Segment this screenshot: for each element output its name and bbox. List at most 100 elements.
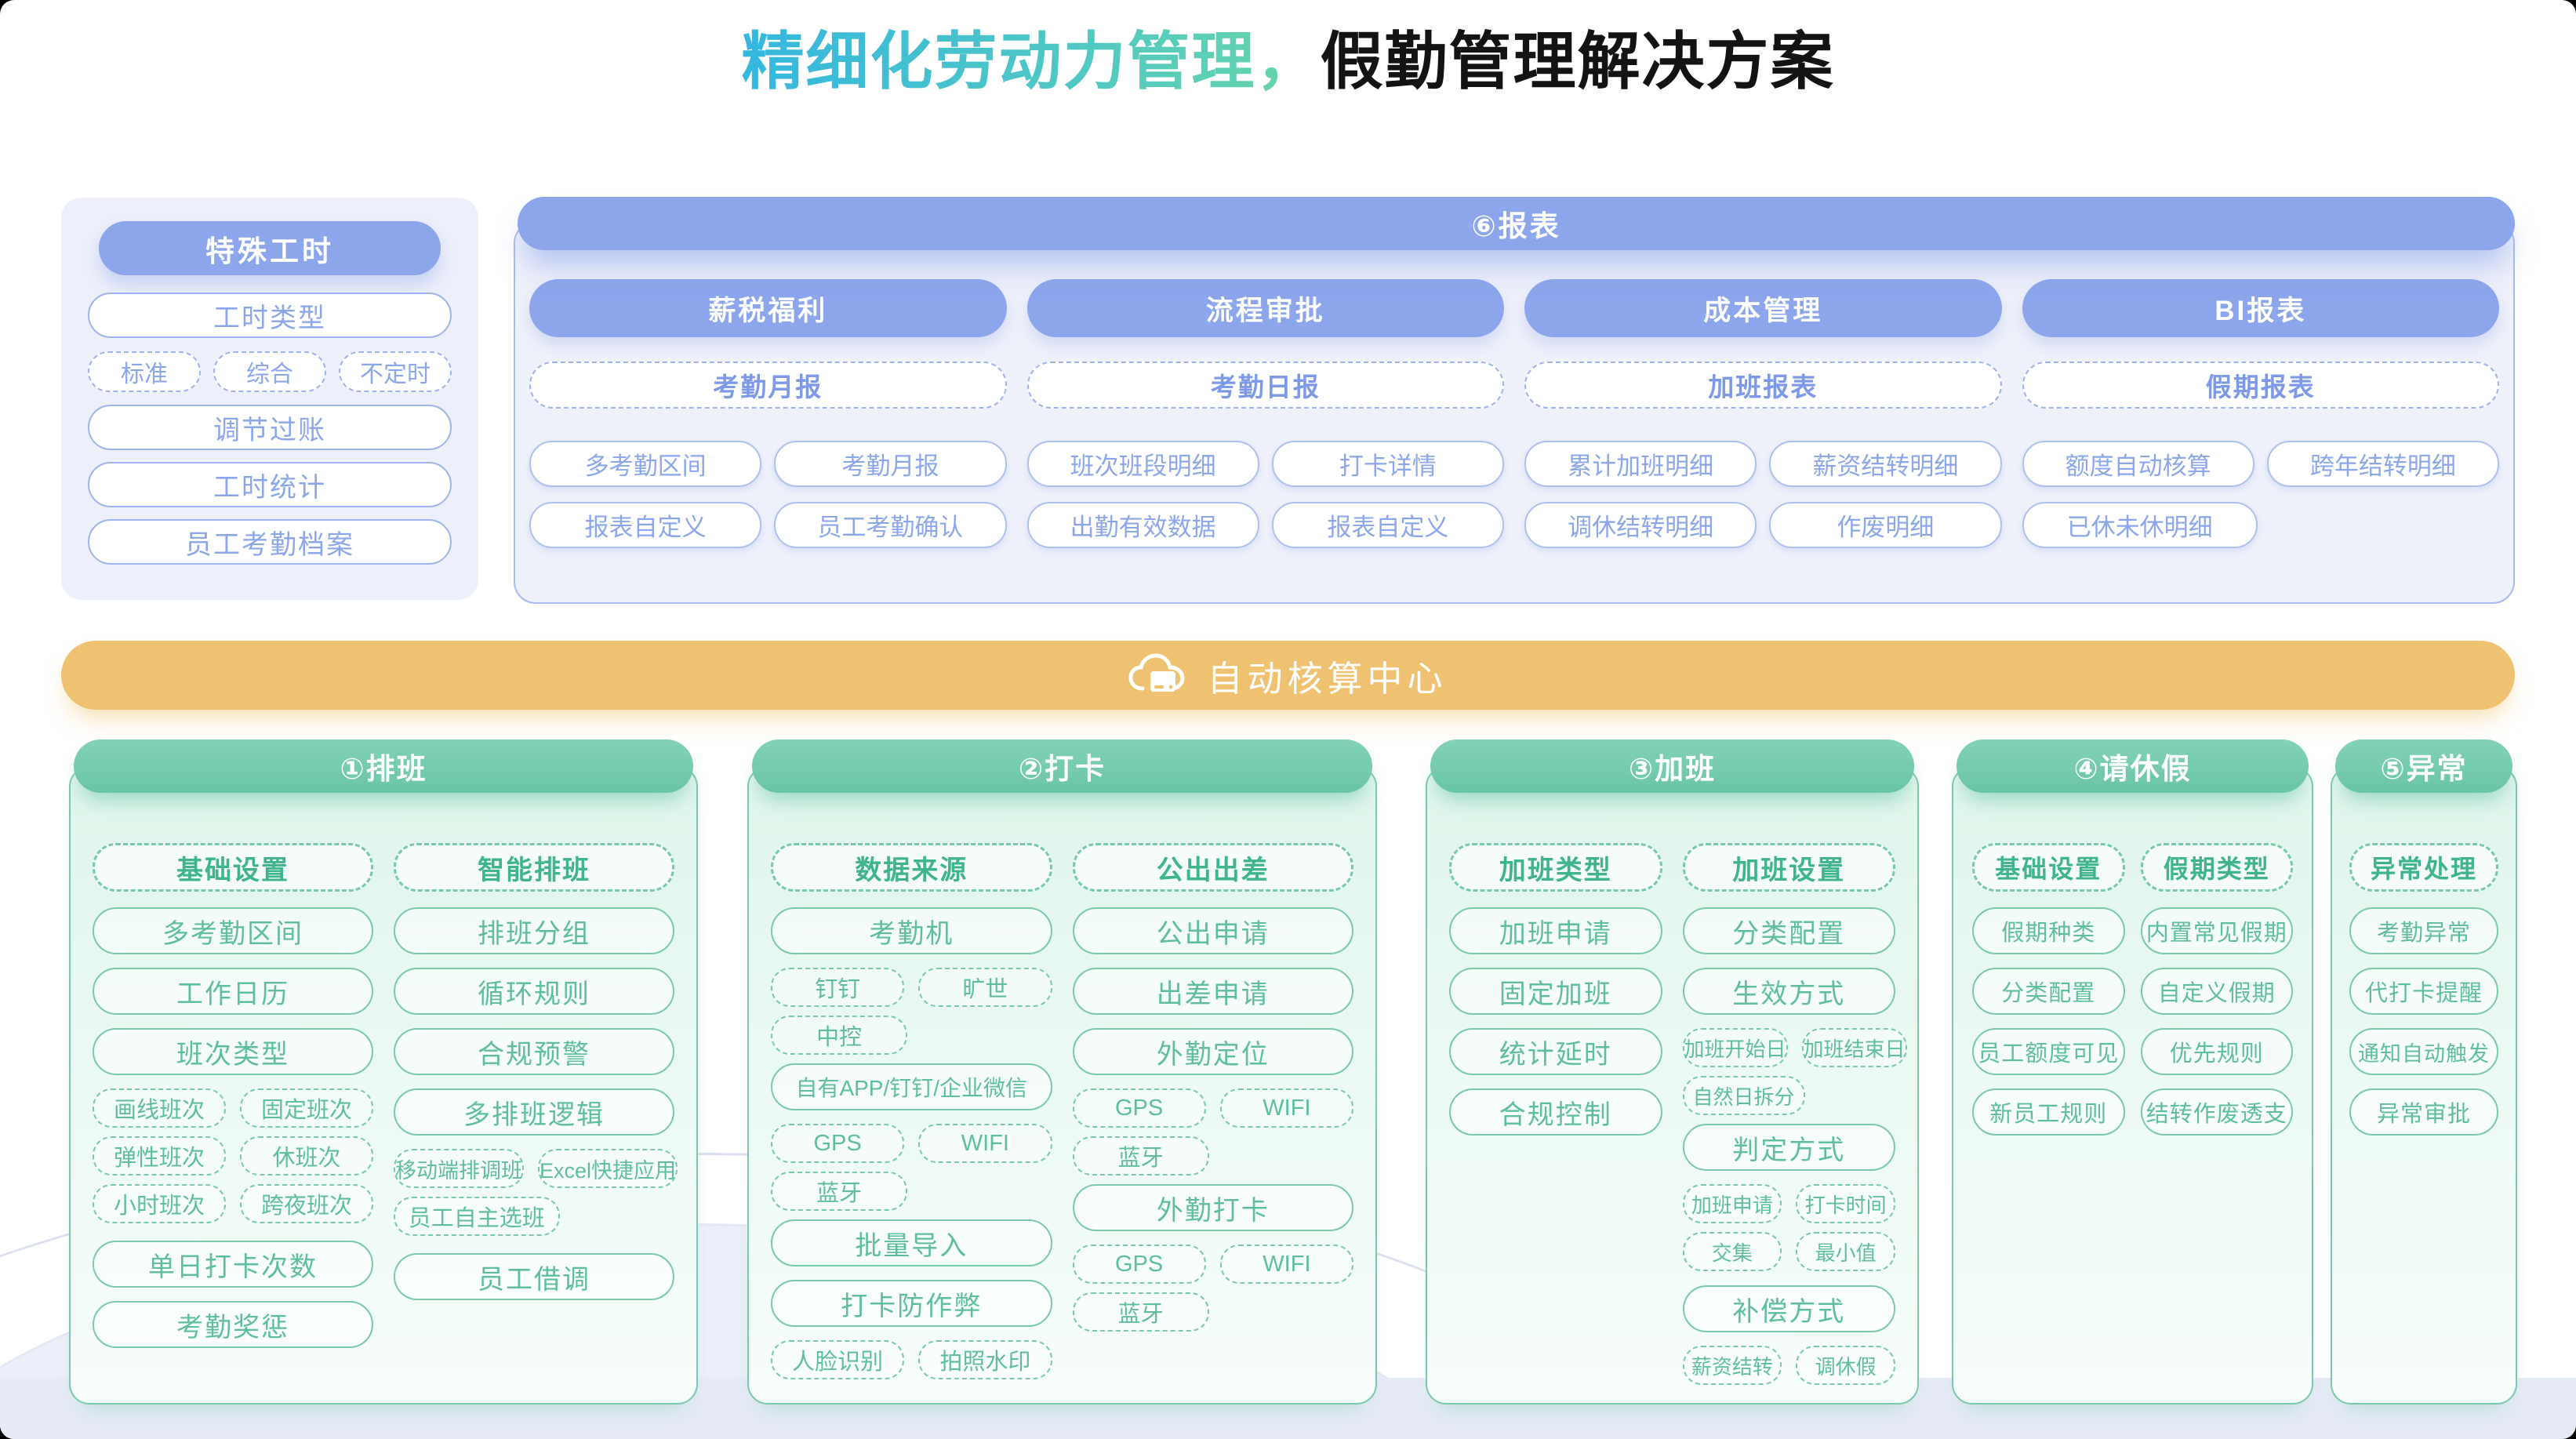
chip: 打卡时间 — [1796, 1184, 1895, 1223]
report-chip: 调休结转明细 — [1524, 502, 1757, 548]
chip: Excel快捷应用 — [538, 1149, 678, 1188]
chip: GPS — [1072, 1088, 1206, 1128]
chip: WIFI — [918, 1124, 1052, 1163]
punch-source-subcolumn: 数据来源 考勤机 钉钉 旷世 中控 自有APP/钉钉/企业微信 GPS WIFI… — [771, 843, 1052, 1381]
chip-row: 加班申请 打卡时间 — [1682, 1184, 1895, 1223]
report-chip: 累计加班明细 — [1524, 441, 1757, 487]
pill: 打卡防作弊 — [771, 1280, 1052, 1327]
special-hours-chip: 综合 — [213, 351, 326, 393]
auto-calc-banner: 自动核算中心 — [61, 641, 2515, 710]
chip-row: 蓝牙 — [771, 1172, 1052, 1211]
chip-row: 中控 — [771, 1016, 1052, 1055]
page-title: 精细化劳动力管理，假勤管理解决方案 — [0, 11, 2576, 102]
chip-row: 人脸识别 拍照水印 — [771, 1340, 1052, 1379]
pill: 班次类型 — [93, 1028, 373, 1075]
report-chip: 出勤有效数据 — [1026, 502, 1259, 548]
pill: 优先规则 — [2140, 1028, 2293, 1075]
cloud-server-icon — [1128, 653, 1185, 692]
pill: 考勤机 — [771, 907, 1052, 954]
chip: 拍照水印 — [918, 1340, 1052, 1379]
pill: 考勤异常 — [2349, 907, 2498, 954]
report-chip: 打卡详情 — [1271, 441, 1504, 487]
chip: 跨夜班次 — [240, 1184, 373, 1223]
report-chip: 薪资结转明细 — [1769, 441, 2002, 487]
column-header-scheduling: ①排班 — [74, 739, 693, 793]
column-leave: 基础设置 假期种类 分类配置 员工额度可见 新员工规则 假期类型 内置常见假期 … — [1952, 766, 2313, 1404]
subcolumn-head: 加班类型 — [1449, 843, 1662, 892]
pill: 考勤奖惩 — [93, 1301, 373, 1348]
report-group-cost: 成本管理 加班报表 累计加班明细 薪资结转明细 调休结转明细 作废明细 — [1524, 279, 2002, 563]
chip-row: GPS WIFI — [1072, 1245, 1353, 1284]
chip: 移动端排调班 — [394, 1149, 524, 1188]
chip-row: 移动端排调班 Excel快捷应用 — [394, 1149, 678, 1188]
pill: 内置常见假期 — [2140, 907, 2293, 954]
pill: 分类配置 — [1972, 968, 2125, 1015]
special-hours-item: 工时统计 — [88, 462, 452, 508]
chip-row: 交集 最小值 — [1682, 1232, 1895, 1271]
report-group-bi: BI报表 假期报表 额度自动核算 跨年结转明细 已休未休明细 — [2022, 279, 2500, 563]
pill: 单日打卡次数 — [93, 1241, 373, 1288]
chip: 蓝牙 — [771, 1172, 908, 1211]
chip: 蓝牙 — [1072, 1136, 1209, 1176]
chip-row: 自然日拆分 — [1682, 1076, 1896, 1115]
report-chip: 跨年结转明细 — [2266, 441, 2499, 487]
pill: 分类配置 — [1682, 907, 1895, 954]
report-chip: 班次班段明细 — [1026, 441, 1259, 487]
special-hours-header: 特殊工时 — [99, 221, 441, 276]
special-hours-chip-row: 标准 综合 不定时 — [88, 351, 452, 393]
chip: 员工自主选班 — [394, 1197, 560, 1236]
subcolumn-head: 异常处理 — [2349, 843, 2498, 892]
report-chip: 员工考勤确认 — [774, 502, 1007, 548]
pill: 补偿方式 — [1682, 1285, 1895, 1332]
report-chip-row: 已休未休明细 — [2022, 502, 2500, 548]
chip: 自然日拆分 — [1682, 1076, 1805, 1115]
report-banner: ⑥报表 — [518, 197, 2515, 250]
report-group-subheader: 加班报表 — [1524, 362, 2002, 409]
chip: 中控 — [771, 1016, 908, 1055]
pill: 加班申请 — [1449, 907, 1662, 954]
pill: 结转作废透支 — [2140, 1088, 2293, 1136]
chip-row: 员工自主选班 — [394, 1197, 674, 1236]
chip: 休班次 — [240, 1136, 373, 1176]
chip: 加班结束日 — [1801, 1028, 1907, 1067]
chip: 交集 — [1682, 1232, 1782, 1271]
column-overtime: 加班类型 加班申请 固定加班 统计延时 合规控制 加班设置 分类配置 生效方式 … — [1426, 766, 1919, 1404]
chip-row: 钉钉 旷世 — [771, 968, 1052, 1007]
pill: 合规预警 — [394, 1028, 674, 1075]
pill: 统计延时 — [1449, 1028, 1662, 1075]
subcolumn-head: 假期类型 — [2140, 843, 2293, 892]
chip: 加班开始日 — [1682, 1028, 1788, 1067]
chip: 蓝牙 — [1072, 1292, 1209, 1332]
pill: 代打卡提醒 — [2349, 968, 2498, 1015]
report-group-workflow: 流程审批 考勤日报 班次班段明细 打卡详情 出勤有效数据 报表自定义 — [1026, 279, 1504, 563]
pill: 异常审批 — [2349, 1088, 2498, 1136]
report-chip-row: 报表自定义 员工考勤确认 — [529, 502, 1007, 548]
chip-row: 弹性班次 休班次 — [93, 1136, 373, 1176]
chip: GPS — [1072, 1245, 1206, 1284]
pill: 生效方式 — [1682, 968, 1895, 1015]
pill: 员工借调 — [394, 1253, 674, 1300]
chip: GPS — [771, 1124, 905, 1163]
pill: 自有APP/钉钉/企业微信 — [771, 1063, 1052, 1110]
chip: 薪资结转 — [1682, 1346, 1782, 1385]
column-header-abnormal: ⑤异常 — [2335, 739, 2512, 793]
pill: 合规控制 — [1449, 1088, 1662, 1136]
page-title-highlight: 精细化劳动力管理， — [741, 27, 1321, 96]
special-hours-panel: 特殊工时 工时类型 标准 综合 不定时 调节过账 工时统计 员工考勤档案 — [61, 198, 478, 600]
report-group-header: 成本管理 — [1524, 279, 2002, 337]
subcolumn-head: 基础设置 — [1972, 843, 2125, 892]
pill: 批量导入 — [771, 1219, 1052, 1266]
pill: 自定义假期 — [2140, 968, 2293, 1015]
chip: 小时班次 — [93, 1184, 226, 1223]
report-group-payroll: 薪税福利 考勤月报 多考勤区间 考勤月报 报表自定义 员工考勤确认 — [529, 279, 1007, 563]
scheduling-basic-subcolumn: 基础设置 多考勤区间 工作日历 班次类型 画线班次 固定班次 弹性班次 休班次 … — [93, 843, 373, 1381]
pill: 多考勤区间 — [93, 907, 373, 954]
chip: 最小值 — [1796, 1232, 1895, 1271]
scheduling-smart-subcolumn: 智能排班 排班分组 循环规则 合规预警 多排班逻辑 移动端排调班 Excel快捷… — [394, 843, 678, 1381]
punch-trip-subcolumn: 公出出差 公出申请 出差申请 外勤定位 GPS WIFI 蓝牙 外勤打卡 GPS… — [1072, 843, 1353, 1381]
special-hours-chip: 标准 — [88, 351, 201, 393]
overtime-settings-subcolumn: 加班设置 分类配置 生效方式 加班开始日 加班结束日 自然日拆分 判定方式 加班… — [1682, 843, 1907, 1385]
column-header-leave: ④请休假 — [1957, 739, 2309, 793]
chip: 调休假 — [1796, 1346, 1895, 1385]
